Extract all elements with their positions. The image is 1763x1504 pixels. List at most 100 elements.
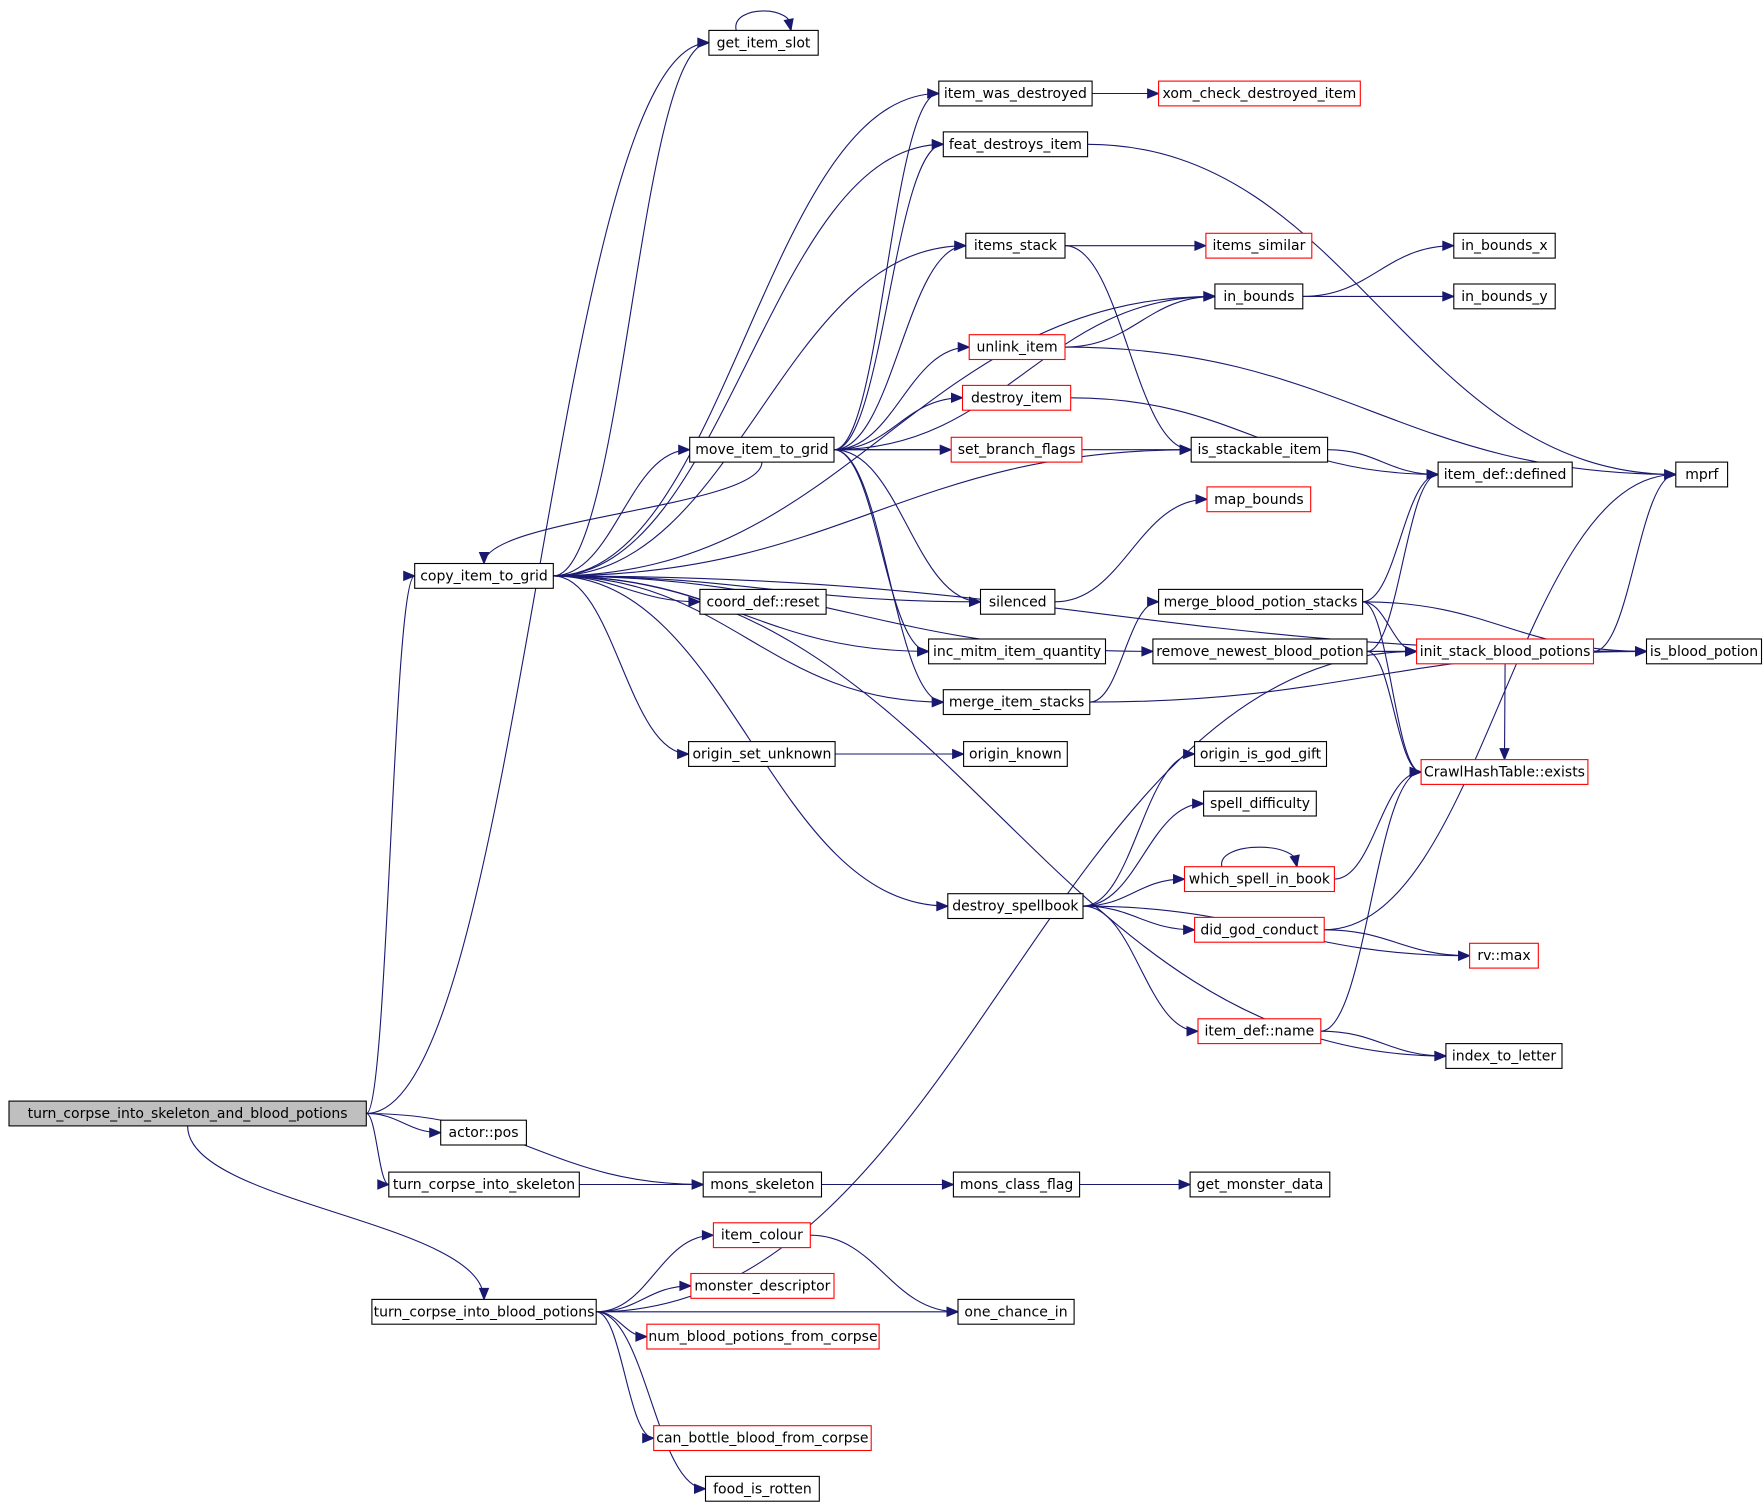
node-in-bounds-x[interactable]: in_bounds_x: [1453, 232, 1556, 259]
node-did-god-conduct[interactable]: did_god_conduct: [1194, 916, 1325, 943]
node-actor-pos[interactable]: actor::pos: [440, 1119, 527, 1146]
node-origin-set-unknown[interactable]: origin_set_unknown: [688, 741, 836, 767]
node-box: [957, 1298, 1075, 1325]
node-rv-max[interactable]: rv::max: [1469, 942, 1539, 969]
node-box: [1445, 1043, 1563, 1069]
edge-line: [596, 1311, 654, 1439]
node-inc-mitm-item-quantity[interactable]: inc_mitm_item_quantity: [928, 638, 1107, 665]
edge-arrowhead: [1179, 444, 1193, 455]
edge-turn-corpse-into-blood-potions-to-monster-descriptor: [596, 1280, 693, 1313]
node-turn-corpse-into-skeleton[interactable]: turn_corpse_into_skeleton: [388, 1171, 580, 1198]
edge-arrowhead: [931, 696, 945, 708]
node-turn-corpse-into-blood-potions[interactable]: turn_corpse_into_blood_potions: [371, 1298, 597, 1325]
node-label: num_blood_potions_from_corpse: [648, 1329, 877, 1345]
node-label: origin_is_god_gift: [1200, 747, 1322, 763]
node-spell-difficulty[interactable]: spell_difficulty: [1203, 790, 1317, 817]
node-food-is-rotten[interactable]: food_is_rotten: [704, 1475, 820, 1502]
node-box: [942, 689, 1091, 716]
node-item-was-destroyed[interactable]: item_was_destroyed: [938, 80, 1093, 107]
node-monster-descriptor[interactable]: monster_descriptor: [690, 1272, 835, 1299]
node-mons-skeleton[interactable]: mons_skeleton: [702, 1171, 823, 1198]
node-map-bounds[interactable]: map_bounds: [1206, 486, 1312, 513]
node-item-def-name[interactable]: item_def::name: [1197, 1018, 1322, 1045]
node-mons-class-flag[interactable]: mons_class_flag: [952, 1171, 1081, 1198]
node-item-def-defined[interactable]: item_def::defined: [1437, 461, 1573, 488]
node-unlink-item[interactable]: unlink_item: [968, 334, 1066, 361]
node-destroy-item[interactable]: destroy_item: [961, 384, 1072, 411]
node-copy-item-to-grid[interactable]: copy_item_to_grid: [414, 562, 554, 589]
edge-items-stack-to-items-similar: [1065, 240, 1208, 251]
node-which-spell-in-book[interactable]: which_spell_in_book: [1183, 866, 1335, 893]
node-box: [712, 1222, 811, 1249]
edge-arrowhead: [691, 1179, 705, 1190]
node-remove-newest-blood-potion[interactable]: remove_newest_blood_potion: [1152, 638, 1368, 665]
edge-arrowhead: [1409, 766, 1423, 778]
edge-copy-item-to-grid-to-destroy-spellbook: [553, 575, 950, 912]
node-is-stackable-item[interactable]: is_stackable_item: [1190, 436, 1329, 463]
node-box: [1190, 436, 1329, 463]
node-set-branch-flags[interactable]: set_branch_flags: [950, 436, 1083, 463]
node-in-bounds-y[interactable]: in_bounds_y: [1453, 283, 1556, 310]
node-origin-known[interactable]: origin_known: [963, 741, 1068, 767]
node-coord-def-reset[interactable]: coord_def::reset: [699, 588, 827, 615]
node-in-bounds[interactable]: in_bounds: [1214, 283, 1304, 310]
node-label: feat_destroys_item: [949, 137, 1082, 153]
node-label: coord_def::reset: [706, 594, 820, 610]
edge-arrowhead: [1635, 646, 1648, 657]
node-merge-blood-potion-stacks[interactable]: merge_blood_potion_stacks: [1158, 588, 1364, 615]
node-box: [8, 1100, 367, 1127]
node-label: items_stack: [974, 238, 1058, 254]
node-box: [388, 1171, 580, 1198]
node-box: [947, 893, 1084, 920]
edge-arrowhead: [1183, 924, 1196, 936]
edge-destroy-spellbook-to-spell-difficulty: [1082, 798, 1205, 907]
node-label: turn_corpse_into_skeleton_and_blood_poti…: [28, 1106, 348, 1122]
node-box: [653, 1425, 872, 1452]
node-index-to-letter[interactable]: index_to_letter: [1445, 1043, 1563, 1069]
edge-arrowhead: [1183, 748, 1196, 760]
node-items-similar[interactable]: items_similar: [1205, 232, 1313, 259]
node-items-stack[interactable]: items_stack: [965, 232, 1066, 259]
node-box: [942, 131, 1089, 158]
node-destroy-spellbook[interactable]: destroy_spellbook: [947, 893, 1084, 920]
edge-in-bounds-to-in-bounds-y: [1302, 291, 1456, 302]
edge-line: [833, 449, 944, 703]
node-silenced[interactable]: silenced: [979, 588, 1056, 615]
node-mprf[interactable]: mprf: [1675, 461, 1729, 488]
node-num-blood-potions-from-corpse[interactable]: num_blood_potions_from_corpse: [646, 1323, 880, 1350]
node-get-monster-data[interactable]: get_monster_data: [1189, 1171, 1331, 1198]
edge-line: [1064, 245, 1192, 451]
edge-line: [833, 449, 929, 652]
edge-feat-destroys-item-to-mprf: [1087, 143, 1678, 480]
node-box: [928, 638, 1107, 665]
edge-in-bounds-to-in-bounds-x: [1302, 240, 1456, 297]
node-box: [708, 29, 819, 56]
node-init-stack-blood-potions[interactable]: init_stack_blood_potions: [1416, 638, 1595, 665]
edge-item-was-destroyed-to-xom-check-destroyed-item: [1092, 88, 1160, 99]
edge-line: [553, 42, 709, 577]
node-get-item-slot[interactable]: get_item_slot: [708, 29, 819, 56]
node-is-blood-potion[interactable]: is_blood_potion: [1645, 638, 1763, 665]
node-can-bottle-blood-from-corpse[interactable]: can_bottle_blood_from_corpse: [653, 1425, 872, 1452]
node-box: [952, 1171, 1081, 1198]
node-move-item-to-grid[interactable]: move_item_to_grid: [689, 436, 835, 463]
node-label: mons_class_flag: [960, 1177, 1073, 1193]
edge-arrowhead: [1147, 88, 1160, 99]
edge-origin-set-unknown-to-origin-known: [835, 748, 965, 760]
node-root[interactable]: turn_corpse_into_skeleton_and_blood_poti…: [8, 1100, 367, 1127]
node-origin-is-god-gift[interactable]: origin_is_god_gift: [1194, 741, 1328, 767]
edge-line: [1366, 650, 1422, 773]
node-crawlhash-exists[interactable]: CrawlHashTable::exists: [1420, 759, 1589, 785]
edge-line: [833, 346, 970, 451]
node-feat-destroys-item[interactable]: feat_destroys_item: [942, 131, 1089, 158]
edge-line: [553, 245, 966, 577]
edge-line: [1593, 473, 1676, 652]
node-box: [704, 1475, 820, 1502]
node-merge-item-stacks[interactable]: merge_item_stacks: [942, 689, 1091, 716]
node-item-colour[interactable]: item_colour: [712, 1222, 811, 1249]
edge-arrowhead: [688, 596, 702, 608]
node-xom-check-destroyed-item[interactable]: xom_check_destroyed_item: [1158, 80, 1361, 107]
edge-merge-item-stacks-to-merge-blood-potion-stacks: [1089, 596, 1160, 703]
node-one-chance-in[interactable]: one_chance_in: [957, 1298, 1075, 1325]
edge-destroy-spellbook-to-item-def-name: [1082, 905, 1200, 1037]
